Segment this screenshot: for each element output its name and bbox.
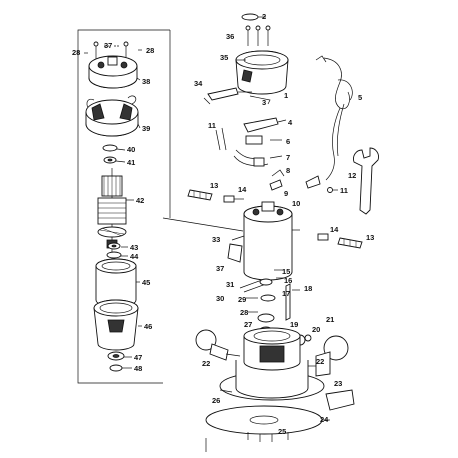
label-36: 36 xyxy=(226,32,234,41)
label-20: 20 xyxy=(312,325,320,334)
label-18: 18 xyxy=(304,284,312,293)
label-15: 15 xyxy=(282,267,290,276)
label-39: 39 xyxy=(142,124,150,133)
label-30: 30 xyxy=(216,294,224,303)
label-24: 24 xyxy=(320,415,329,424)
label-6: 6 xyxy=(286,137,290,146)
label-12: 12 xyxy=(348,171,356,180)
label-16: 16 xyxy=(284,276,292,285)
label-28-center: 28 xyxy=(240,308,248,317)
label-13-right: 13 xyxy=(366,233,374,242)
router-base-26 xyxy=(219,327,325,401)
label-38: 38 xyxy=(142,77,150,86)
label-23: 23 xyxy=(334,379,342,388)
label-42: 42 xyxy=(136,196,144,205)
label-33: 33 xyxy=(212,235,220,244)
brush-parts-left xyxy=(187,189,244,203)
lower-housing-46 xyxy=(93,299,142,351)
label-2: 2 xyxy=(262,12,266,21)
part-labels: 2 36 35 34 3 1 5 11 4 6 7 8 9 10 11 12 1… xyxy=(72,12,374,436)
field-coil-part xyxy=(85,95,141,137)
base-plate-24 xyxy=(205,405,330,435)
power-cord-5 xyxy=(315,55,353,181)
label-37-inset: 37 xyxy=(104,41,112,50)
screws-top-inset xyxy=(84,41,142,60)
right-small-parts xyxy=(269,169,338,193)
label-34: 34 xyxy=(194,79,203,88)
label-13-left: 13 xyxy=(210,181,218,190)
label-35: 35 xyxy=(220,53,228,62)
center-housing xyxy=(227,201,300,281)
brush-parts-right xyxy=(317,233,363,249)
label-11-top: 11 xyxy=(208,121,216,130)
label-21: 21 xyxy=(326,315,334,324)
label-14-right: 14 xyxy=(330,225,339,234)
label-4: 4 xyxy=(288,118,293,127)
chip-shield-23 xyxy=(325,389,355,411)
label-10: 10 xyxy=(292,199,300,208)
label-17: 17 xyxy=(282,289,290,298)
label-7: 7 xyxy=(286,153,290,162)
parts-47-48 xyxy=(107,351,132,372)
label-44: 44 xyxy=(130,252,139,261)
brush-holder-part xyxy=(88,55,141,89)
label-25: 25 xyxy=(278,427,286,436)
label-37-center: 37 xyxy=(216,264,224,273)
screws-25 xyxy=(205,432,289,452)
label-31: 31 xyxy=(226,280,234,289)
label-19: 19 xyxy=(290,320,298,329)
label-28-inset-left: 28 xyxy=(72,48,80,57)
cap-assembly xyxy=(235,13,289,95)
label-27: 27 xyxy=(244,320,252,329)
label-46: 46 xyxy=(144,322,152,331)
label-41: 41 xyxy=(127,158,135,167)
label-45: 45 xyxy=(142,278,150,287)
knob-left xyxy=(195,329,241,361)
label-40: 40 xyxy=(127,145,135,154)
switch-lever-34 xyxy=(203,87,271,105)
label-48: 48 xyxy=(134,364,142,373)
label-47: 47 xyxy=(134,353,142,362)
label-26: 26 xyxy=(212,396,220,405)
label-3: 3 xyxy=(262,98,266,107)
label-22-right: 22 xyxy=(316,357,324,366)
label-8: 8 xyxy=(286,166,290,175)
label-5: 5 xyxy=(358,93,362,102)
motor-housing-45 xyxy=(95,258,140,308)
label-43: 43 xyxy=(130,243,138,252)
bearings-43-44 xyxy=(106,242,128,259)
armature-part xyxy=(97,168,134,260)
washers-40-41 xyxy=(102,144,126,164)
label-14-left: 14 xyxy=(238,185,247,194)
motor-inset xyxy=(77,29,244,384)
switch-parts xyxy=(215,117,287,167)
label-29: 29 xyxy=(238,295,246,304)
label-1: 1 xyxy=(284,91,288,100)
label-9: 9 xyxy=(284,189,288,198)
label-22-left: 22 xyxy=(202,359,210,368)
label-11-right: 11 xyxy=(340,186,348,195)
wrench-12 xyxy=(353,147,379,215)
label-28-inset-right: 28 xyxy=(146,46,154,55)
